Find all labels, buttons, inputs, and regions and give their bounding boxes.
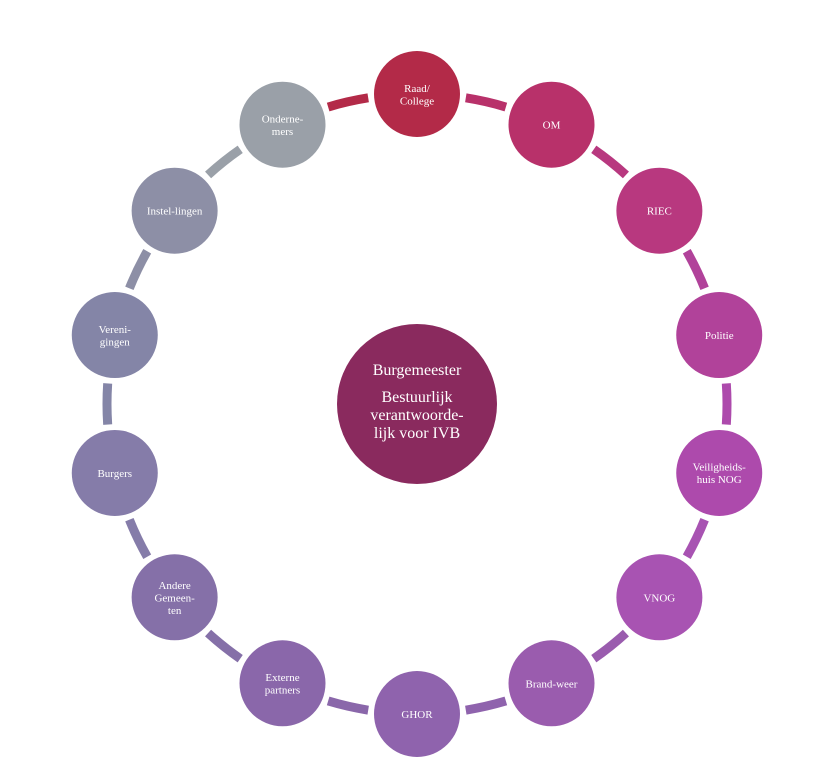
node-circle (374, 671, 460, 757)
node-label: Vereni- (99, 324, 132, 336)
node-circle (71, 429, 158, 516)
center-title: Burgemeester (373, 362, 462, 379)
node-label: Veiligheids- (693, 462, 746, 474)
node-brandweer: Brand-weer (508, 640, 595, 727)
node-label: RIEC (647, 206, 672, 218)
node-raad-college: Raad/College (374, 51, 460, 137)
node-label: Brand-weer (526, 678, 578, 690)
node-verenigingen: Vereni-gingen (71, 292, 158, 379)
ring-connector (591, 629, 629, 663)
node-instellingen: Instel-lingen (131, 167, 218, 254)
center-subtitle-line: verantwoorde- (370, 407, 463, 424)
node-label: Instel-lingen (147, 206, 203, 218)
node-label: mers (272, 126, 293, 138)
node-circle (616, 554, 703, 641)
node-label: GHOR (401, 709, 433, 721)
node-label: Onderne- (262, 113, 304, 125)
ring-connector (102, 383, 113, 425)
ring-connector (682, 249, 709, 291)
node-circle (374, 51, 460, 137)
node-om: OM (508, 81, 595, 168)
center-circle (337, 324, 497, 484)
ring-connector (205, 145, 243, 179)
node-circle (239, 81, 326, 168)
ring-connector (326, 93, 369, 112)
ring-connector (682, 517, 709, 559)
ring-segments (102, 93, 732, 715)
node-vnog: VNOG (616, 554, 703, 641)
node-label: Gemeen- (154, 592, 195, 604)
ring-connector (125, 249, 152, 291)
ring-connector (205, 629, 243, 663)
ring-connector (465, 696, 508, 715)
node-politie: Politie (676, 292, 763, 379)
node-label: Raad/ (404, 83, 431, 95)
node-circle (508, 640, 595, 727)
node-circle (239, 640, 326, 727)
node-circle (508, 81, 595, 168)
node-label: partners (265, 685, 300, 697)
node-label: Externe (265, 672, 299, 684)
node-label: Politie (705, 330, 734, 342)
node-ondernemers: Onderne-mers (239, 81, 326, 168)
node-circle (616, 167, 703, 254)
node-label: Burgers (97, 468, 132, 480)
node-circle (71, 292, 158, 379)
node-label: gingen (100, 336, 130, 348)
node-circle (131, 554, 218, 641)
center-node: BurgemeesterBestuurlijkverantwoorde-lijk… (337, 324, 497, 484)
node-label: Andere (158, 580, 190, 592)
node-burgers: Burgers (71, 429, 158, 516)
ring-connector (721, 383, 732, 425)
node-veiligheidshuis-nog: Veiligheids-huis NOG (676, 429, 763, 516)
ring-connector (591, 145, 629, 179)
ring-connector (125, 517, 152, 559)
center-subtitle-line: Bestuurlijk (381, 389, 452, 406)
ring-connector (465, 93, 508, 112)
node-label: ten (168, 605, 182, 617)
node-circle (131, 167, 218, 254)
node-label: huis NOG (697, 474, 742, 486)
node-circle (676, 292, 763, 379)
ring-connector (326, 696, 369, 715)
node-riec: RIEC (616, 167, 703, 254)
node-label: College (400, 95, 434, 107)
node-label: OM (543, 120, 561, 132)
center-subtitle-line: lijk voor IVB (374, 425, 460, 442)
node-ghor: GHOR (374, 671, 460, 757)
node-label: VNOG (643, 592, 675, 604)
node-circle (676, 429, 763, 516)
